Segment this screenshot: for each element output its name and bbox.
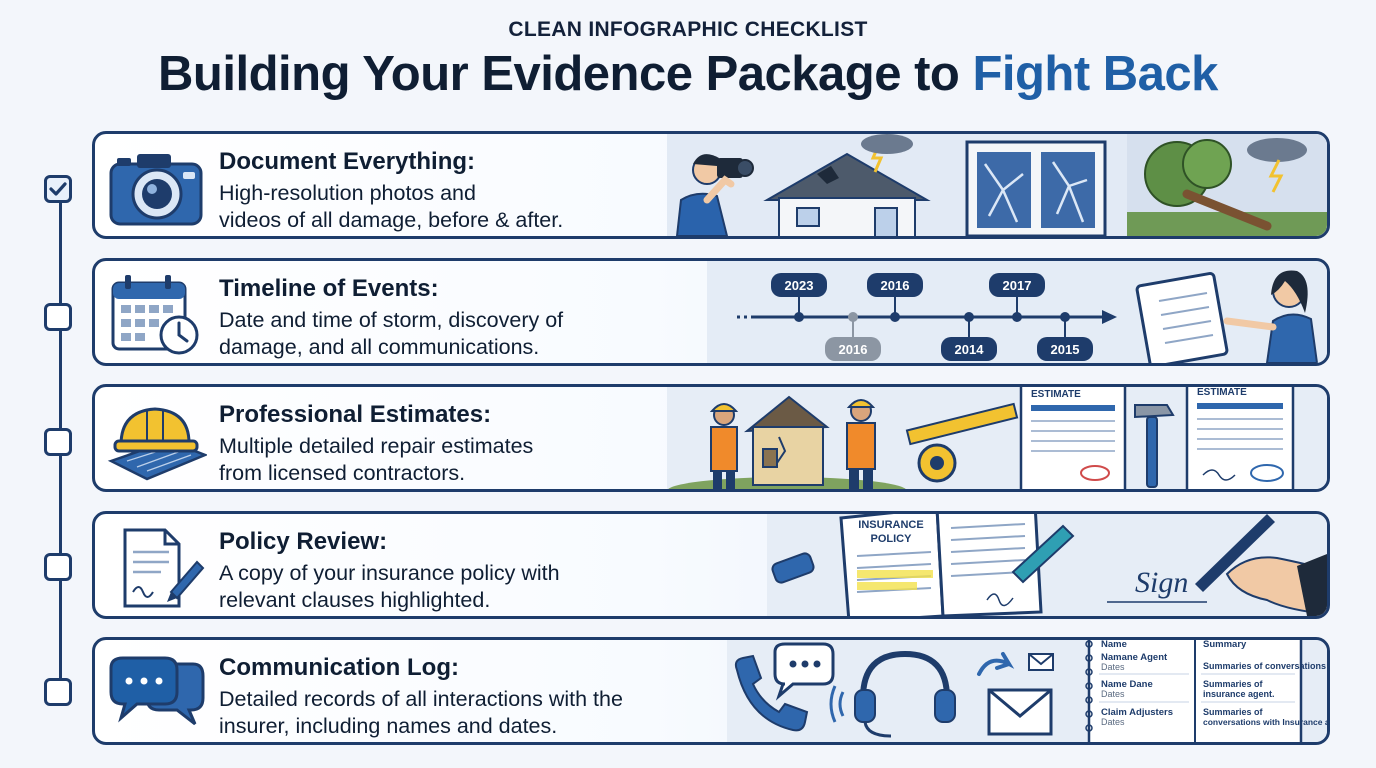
svg-text:Summaries of: Summaries of — [1203, 679, 1264, 689]
item-heading: Document Everything: — [219, 148, 476, 175]
highlighter-icon — [1011, 524, 1075, 584]
svg-text:ESTIMATE: ESTIMATE — [1197, 387, 1247, 398]
checkmark-icon — [49, 182, 67, 196]
item-heading: Professional Estimates: — [219, 401, 492, 428]
chat-bubbles-icon — [109, 656, 205, 726]
contractors-icon — [709, 395, 876, 489]
svg-text:Summary: Summary — [1203, 640, 1247, 650]
policy-illustration: INSURANCE POLICY Sign — [767, 514, 1327, 616]
svg-text:Dates: Dates — [1101, 662, 1125, 672]
svg-text:Claim Adjusters: Claim Adjusters — [1101, 707, 1173, 718]
document-pen-icon — [123, 528, 205, 608]
svg-text:insurance agent.: insurance agent. — [1203, 689, 1275, 699]
camera-icon — [109, 154, 203, 226]
timeline-label-bottom-2: 2014 — [955, 342, 985, 357]
estimate-document-1: ESTIMATE — [1019, 387, 1127, 489]
estimate-document-2: ESTIMATE — [1185, 387, 1295, 489]
timeline-label-top-1: 2023 — [785, 278, 814, 293]
signature-text: Sign — [1135, 566, 1188, 599]
timeline-label-bottom-3: 2015 — [1051, 342, 1080, 357]
phone-icon — [734, 654, 809, 732]
timeline-top-markers: 2023 2016 2017 — [771, 273, 1045, 322]
measuring-tools-icon — [905, 402, 1019, 483]
timeline-label-top-2: 2016 — [881, 278, 910, 293]
damaged-house-icon — [763, 134, 931, 236]
timeline-bottom-markers: 2016 2014 2015 — [825, 312, 1093, 361]
kicker: CLEAN INFOGRAPHIC CHECKLIST — [508, 18, 868, 41]
item-description: Multiple detailed repair estimates from … — [219, 434, 534, 485]
item-text: Policy Review: A copy of your insurance … — [219, 528, 739, 614]
item-description: High-resolution photos and videos of all… — [219, 181, 564, 232]
item-heading: Communication Log: — [219, 654, 459, 681]
checklist-item-policy-review: Policy Review: A copy of your insurance … — [92, 511, 1330, 619]
header: CLEAN INFOGRAPHIC CHECKLIST Building You… — [0, 18, 1376, 102]
svg-text:conversations with Insurance a: conversations with Insurance agents. — [1203, 717, 1327, 727]
item-text: Document Everything: High-resolution pho… — [219, 148, 739, 234]
fallen-tree-icon — [1127, 134, 1327, 236]
communication-log-notebook: Name Namane Agent Dates Name Dane Dates … — [1085, 640, 1327, 742]
estimates-illustration: ESTIMATE ESTIMATE — [667, 387, 1327, 489]
storm-damage-illustration — [667, 134, 1327, 236]
svg-text:ESTIMATE: ESTIMATE — [1031, 389, 1081, 400]
checkbox-5[interactable] — [44, 678, 72, 706]
checklist-item-document-everything: Document Everything: High-resolution pho… — [92, 131, 1330, 239]
title-accent: Fight Back — [972, 47, 1218, 101]
item-heading: Timeline of Events: — [219, 275, 439, 302]
checkbox-2[interactable] — [44, 303, 72, 331]
svg-text:Name: Name — [1101, 640, 1127, 650]
timeline-illustration: 2023 2016 2017 2016 2014 2015 — [707, 261, 1327, 363]
insurance-policy-book-icon: INSURANCE POLICY — [839, 514, 1043, 616]
checklist-item-timeline-of-events: Timeline of Events: Date and time of sto… — [92, 258, 1330, 366]
hardhat-blueprint-icon — [107, 407, 207, 481]
communication-illustration: Name Namane Agent Dates Name Dane Dates … — [727, 640, 1327, 742]
checkbox-4[interactable] — [44, 553, 72, 581]
item-heading: Policy Review: — [219, 528, 388, 555]
svg-text:Namane Agent: Namane Agent — [1101, 652, 1168, 663]
svg-text:Summaries of conversations: Summaries of conversations — [1203, 661, 1326, 671]
book-title-line-2: POLICY — [871, 533, 913, 545]
broken-window-icon — [965, 140, 1107, 236]
checklist-item-professional-estimates: Professional Estimates: Multiple detaile… — [92, 384, 1330, 492]
item-text: Timeline of Events: Date and time of sto… — [219, 275, 739, 361]
item-description: A copy of your insurance policy with rel… — [219, 561, 560, 612]
svg-text:Dates: Dates — [1101, 689, 1125, 699]
svg-text:Dates: Dates — [1101, 717, 1125, 727]
calendar-clock-icon — [111, 275, 199, 355]
checkbox-3[interactable] — [44, 428, 72, 456]
envelope-icon — [977, 652, 1054, 736]
item-text: Professional Estimates: Multiple detaile… — [219, 401, 739, 487]
timeline-label-bottom-1: 2016 — [839, 342, 868, 357]
person-with-notebook-icon — [1135, 270, 1319, 363]
hammer-icon — [1134, 404, 1175, 488]
title-main: Building Your Evidence Package to — [158, 47, 973, 101]
svg-text:Name Dane: Name Dane — [1101, 679, 1153, 690]
headset-icon — [829, 650, 956, 738]
item-description: Date and time of storm, discovery of dam… — [219, 308, 564, 359]
speech-bubble-icon — [773, 642, 835, 701]
photographer-icon — [675, 154, 754, 236]
book-title-line-1: INSURANCE — [858, 519, 923, 531]
page-title: Building Your Evidence Package to Fight … — [0, 46, 1376, 102]
item-description: Detailed records of all interactions wit… — [219, 687, 623, 738]
svg-text:Summaries of: Summaries of — [1203, 707, 1264, 717]
checklist-item-communication-log: Communication Log: Detailed records of a… — [92, 637, 1330, 745]
item-text: Communication Log: Detailed records of a… — [219, 654, 739, 740]
checkbox-1[interactable] — [44, 175, 72, 203]
timeline-label-top-3: 2017 — [1003, 278, 1032, 293]
signing-hand-icon: Sign — [1107, 514, 1327, 616]
